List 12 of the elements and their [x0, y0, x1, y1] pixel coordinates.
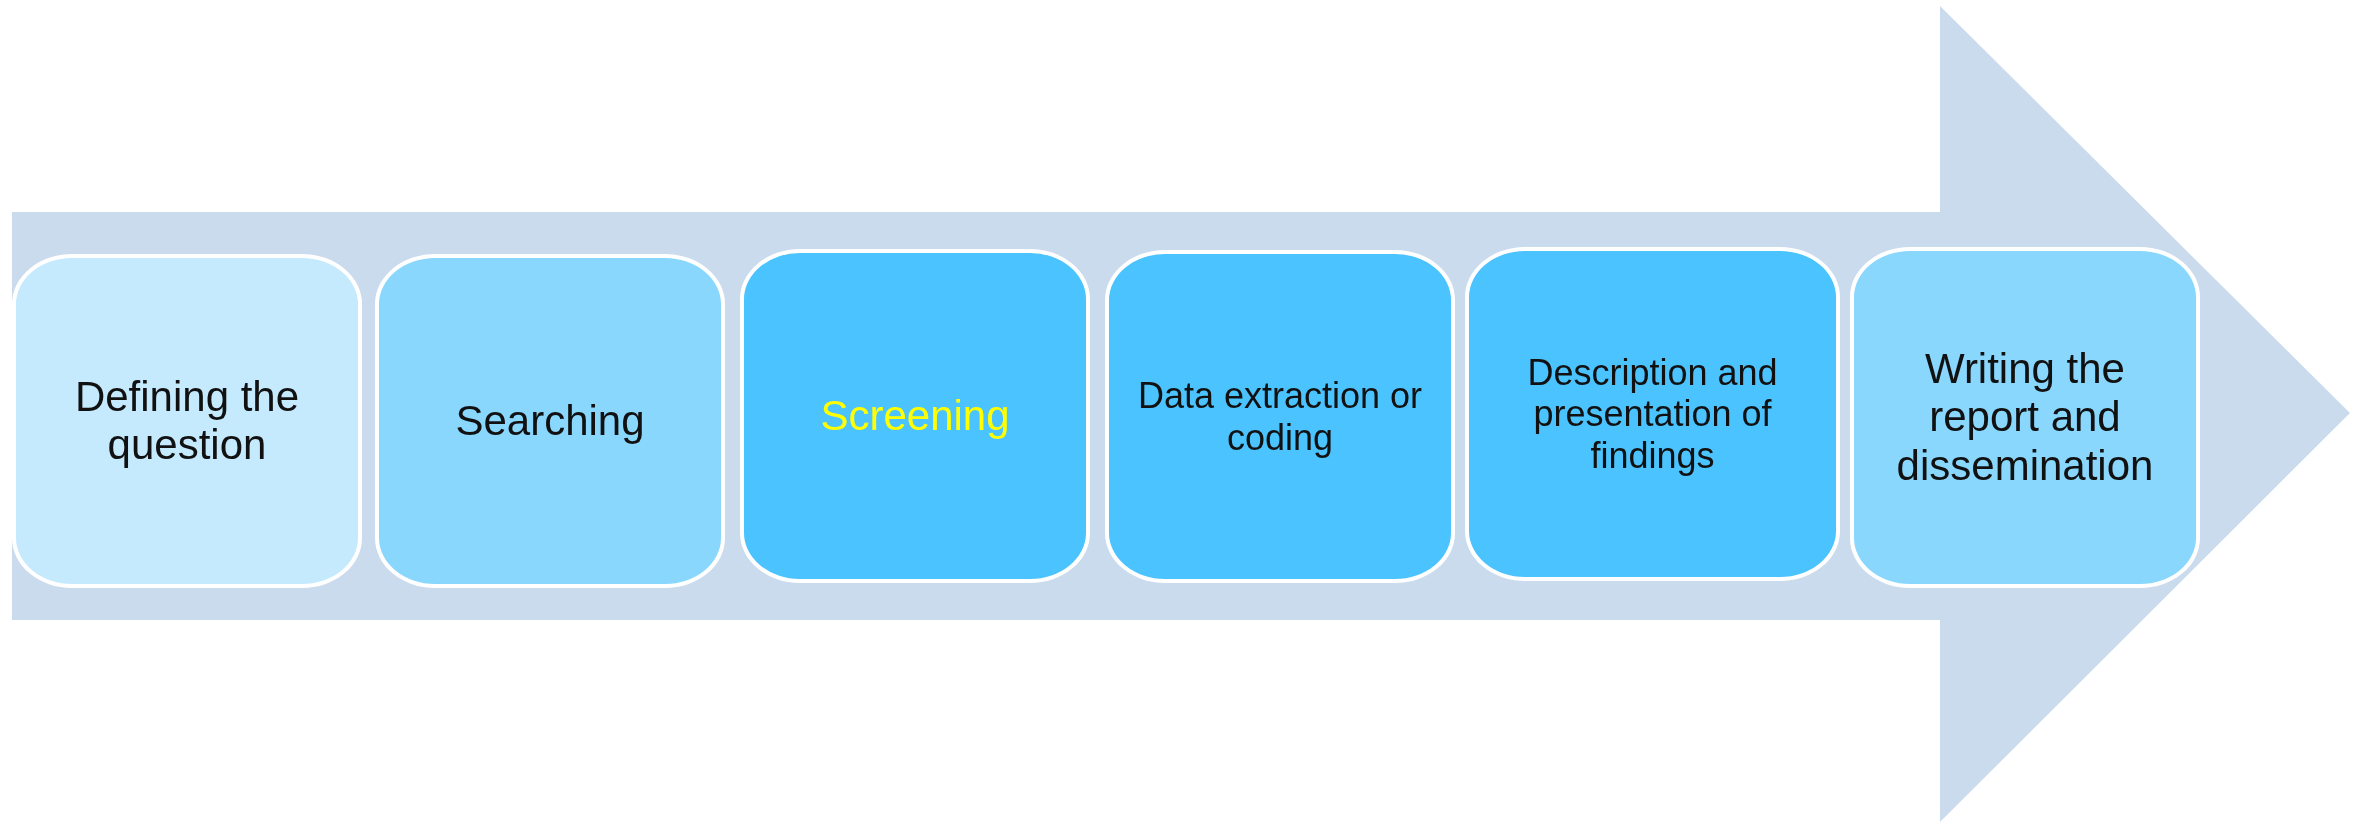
step-label: Searching: [455, 396, 645, 446]
process-box: [1465, 247, 1840, 581]
process-box: [1850, 247, 2200, 588]
process-box: [12, 254, 362, 588]
step-label: Screening: [820, 391, 1010, 441]
process-box: [1105, 250, 1455, 583]
step-label: Description and presentation of findings: [1526, 351, 1779, 477]
step-label: Defining the question: [73, 372, 301, 470]
step-label: Writing the report and dissemination: [1895, 345, 2155, 490]
process-box: [375, 254, 725, 588]
process-box: [740, 249, 1090, 583]
step-label: Data extraction or coding: [1136, 375, 1424, 458]
